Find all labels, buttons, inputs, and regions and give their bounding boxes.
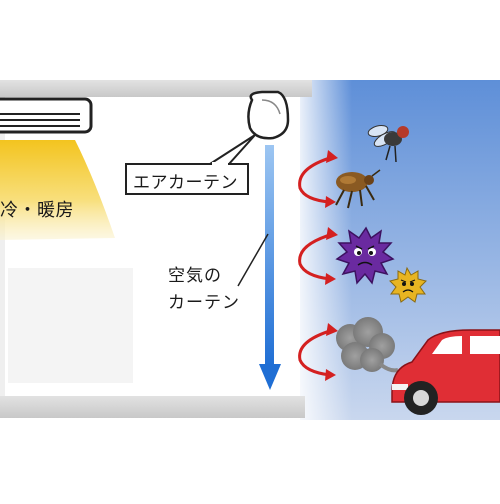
air-curtain-callout xyxy=(125,134,256,195)
deflect-arrow-icon xyxy=(298,323,338,381)
curtain-leader-line xyxy=(237,233,269,287)
air-curtain-label-line1: 空気の xyxy=(168,266,222,286)
tick-icon xyxy=(335,169,381,209)
ceiling-wall xyxy=(0,80,312,97)
aircon-label: 冷・暖房 xyxy=(0,200,74,221)
outside-edge-fade xyxy=(292,80,352,420)
warm-air-flow xyxy=(0,140,115,240)
air-conditioner-icon xyxy=(0,97,93,134)
deflect-arrow-icon xyxy=(298,227,338,285)
fly-icon xyxy=(367,125,409,163)
air-curtain-label-line2: カーテン xyxy=(168,293,240,313)
exhaust-smoke-icon xyxy=(336,317,399,373)
angry-germ-icon xyxy=(389,266,427,303)
floor-wall xyxy=(0,396,305,418)
car-icon xyxy=(391,329,500,415)
airflow-arrow-icon xyxy=(259,145,281,390)
germ-icon xyxy=(335,226,395,285)
interior-shade xyxy=(8,268,133,383)
deflect-arrow-icon xyxy=(298,150,338,208)
air-curtain-unit-label: エアカーテン xyxy=(133,173,238,193)
left-wall-edge xyxy=(0,97,5,396)
air-curtain-unit-icon xyxy=(247,90,290,140)
